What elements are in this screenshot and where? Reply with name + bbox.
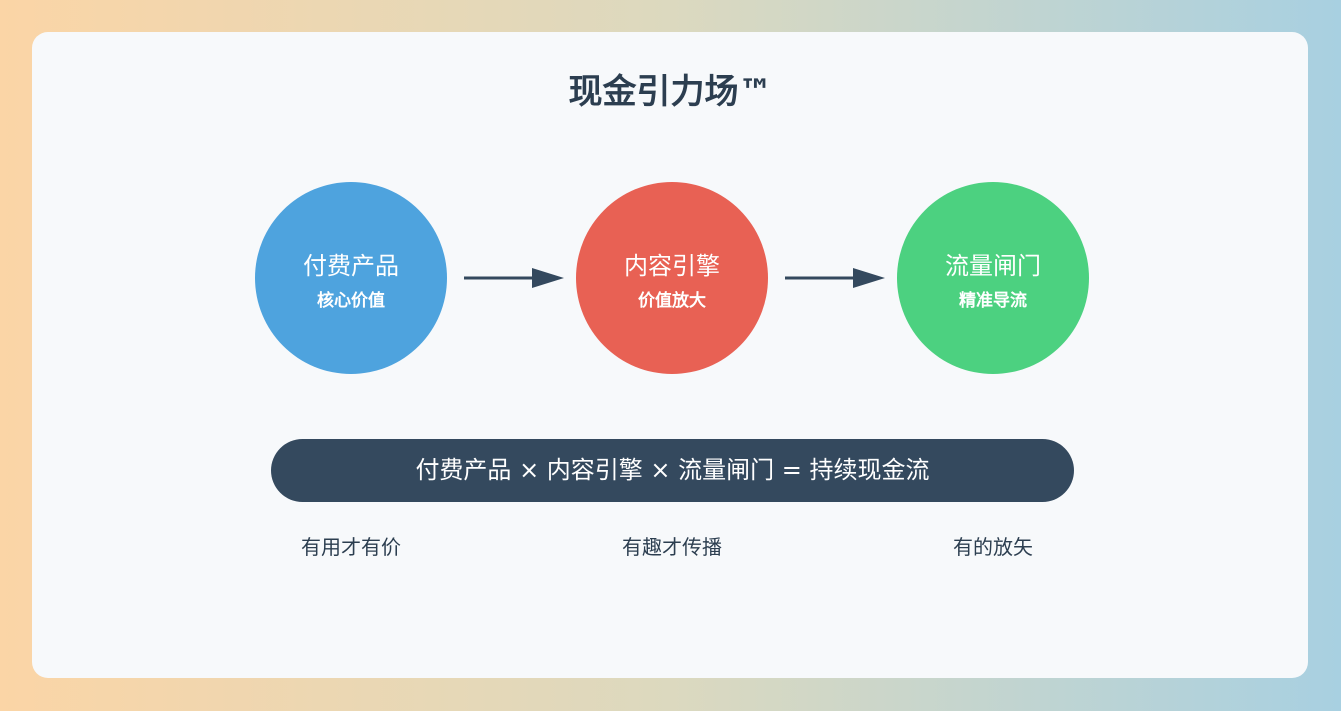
diagram-title: 现金引力场™	[568, 72, 773, 112]
formula-banner: 付费产品 × 内容引擎 × 流量闸门 = 持续现金流	[271, 439, 1074, 502]
caption: 有用才有价	[301, 535, 401, 559]
node-content-engine: 内容引擎 价值放大	[576, 182, 768, 374]
node-title: 付费产品	[303, 252, 399, 280]
node-paid-product: 付费产品 核心价值	[255, 182, 447, 374]
node-traffic-gate: 流量闸门 精准导流	[897, 182, 1089, 374]
caption: 有趣才传播	[622, 535, 722, 559]
arrow-icon	[785, 268, 885, 288]
node-title: 内容引擎	[624, 252, 720, 280]
node-title: 流量闸门	[945, 252, 1041, 280]
arrow-icon	[464, 268, 564, 288]
node-subtitle: 精准导流	[959, 291, 1027, 311]
node-subtitle: 价值放大	[638, 291, 706, 311]
node-subtitle: 核心价值	[317, 291, 385, 311]
caption: 有的放矢	[953, 535, 1033, 559]
